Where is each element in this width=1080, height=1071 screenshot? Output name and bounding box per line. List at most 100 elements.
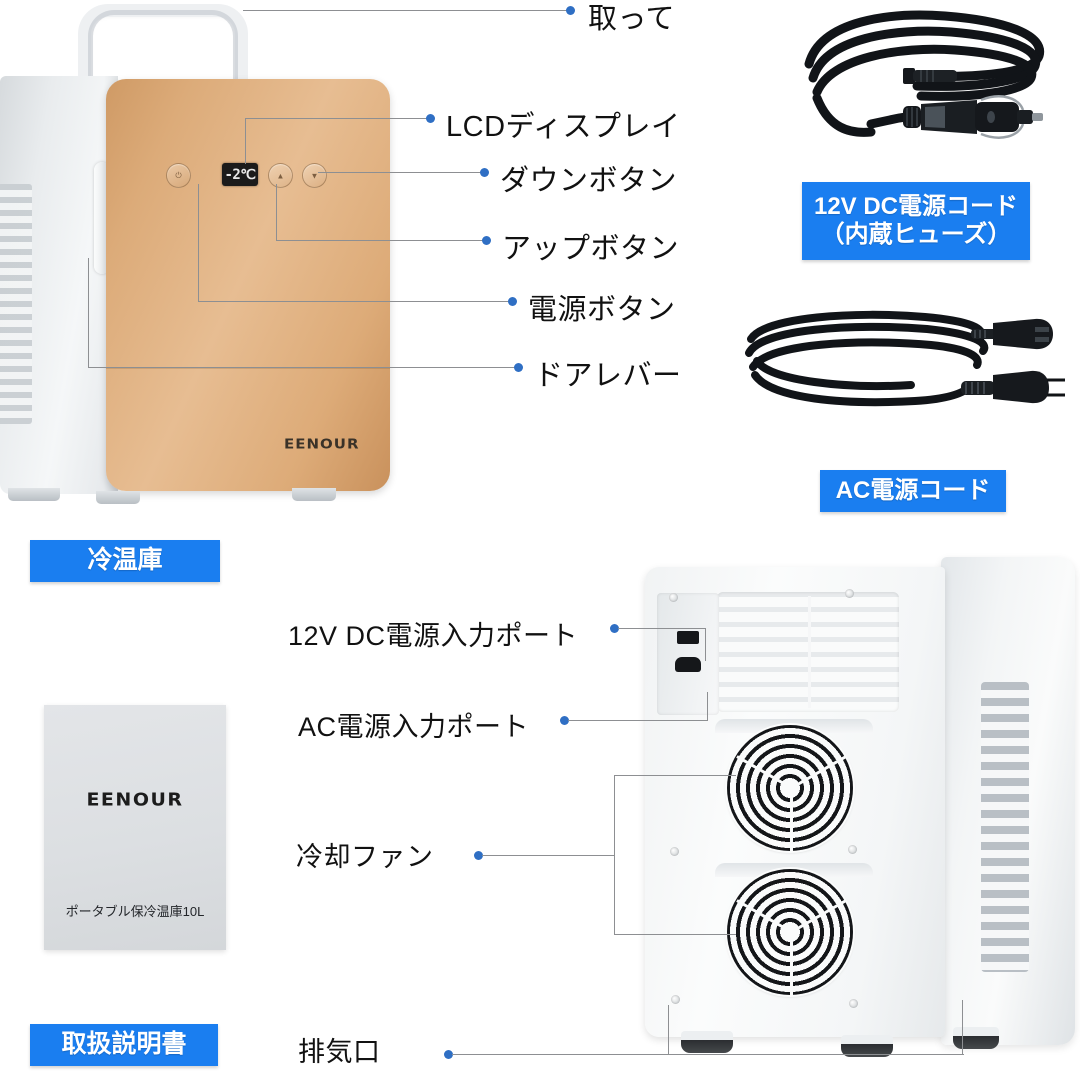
lcd-display: -2℃ (222, 163, 258, 186)
ac-power-cord-image (735, 305, 1065, 450)
leader-line-lcd-h (245, 118, 428, 119)
manual-brand-logo: EENOUR (86, 789, 184, 811)
rear-side-panel (941, 557, 1075, 1045)
badge-dc-line2: （内蔵ヒューズ） (820, 221, 1012, 248)
callout-exhaust-vent: 排気口 (298, 1037, 381, 1067)
leader-dot-lever (514, 363, 523, 372)
leader-line-dc-v (705, 628, 706, 661)
leader-dot-lcd (426, 114, 435, 123)
screw-mid-right (848, 845, 857, 854)
fridge-front-view: ⏻ -2℃ ▲ ▼ EENOUR (0, 4, 400, 504)
callout-cooling-fan: 冷却ファン (296, 842, 434, 872)
door-brand-logo: EENOUR (284, 435, 360, 453)
badge-ac-power-cord: AC電源コード (820, 470, 1006, 512)
leader-line-ac-v (707, 692, 708, 720)
fan-spoke (790, 788, 793, 851)
fridge-body-left (0, 76, 118, 494)
fridge-foot-right (292, 488, 336, 501)
leader-line-fan-stem (482, 855, 614, 856)
leader-line-exhaust-h (452, 1054, 964, 1055)
ac-input-port (675, 657, 701, 672)
screw-top-left (669, 593, 678, 602)
callout-up-button: アップボタン (502, 233, 680, 265)
leader-line-handle (243, 10, 568, 11)
callout-dc-input-port: 12V DC電源入力ポート (288, 621, 579, 651)
leader-dot-power (508, 297, 517, 306)
leader-line-down (318, 172, 482, 173)
up-arrow-icon: ▲ (276, 171, 285, 180)
up-button[interactable]: ▲ (268, 163, 293, 188)
cooling-fan-top (727, 725, 853, 851)
leader-dot-down (480, 168, 489, 177)
badge-fridge-label: 冷温庫 (87, 546, 163, 575)
down-button[interactable]: ▼ (302, 163, 327, 188)
carry-handle-shadow (88, 10, 238, 88)
badge-ac-label: AC電源コード (835, 476, 991, 504)
down-arrow-icon: ▼ (310, 171, 319, 180)
leader-line-up-v (276, 184, 277, 240)
leader-line-power-h (198, 301, 510, 302)
rear-foot-right (841, 1035, 893, 1057)
fridge-rear-view (645, 557, 1077, 1065)
leader-dot-up (482, 236, 491, 245)
dc-power-cord-image (795, 6, 1057, 166)
leader-line-exhaust-v2 (962, 1000, 963, 1054)
leader-dot-handle (566, 6, 575, 15)
ac-cord-svg (745, 310, 1065, 407)
rear-back-panel (645, 567, 945, 1037)
manual-subtitle: ポータブル保冷温庫10L (65, 904, 205, 919)
callout-down-button: ダウンボタン (500, 165, 678, 197)
leader-line-lever-h (88, 367, 516, 368)
leader-line-fan-bracket (614, 775, 615, 935)
fan-spoke (790, 932, 793, 995)
leader-line-fan-bottom (614, 934, 736, 935)
callout-power-button: 電源ボタン (528, 294, 676, 326)
power-icon: ⏻ (175, 170, 182, 180)
leader-dot-exhaust (444, 1050, 453, 1059)
fridge-door-panel: ⏻ -2℃ ▲ ▼ EENOUR (106, 79, 390, 491)
leader-line-power-v (198, 184, 199, 302)
callout-lcd-display: LCDディスプレイ (446, 111, 681, 143)
leader-line-ac-h (568, 720, 708, 721)
leader-line-exhaust-v1 (668, 1005, 669, 1054)
leader-dot-ac-port (560, 716, 569, 725)
screw-top-right (845, 589, 854, 598)
leader-line-up-h (276, 240, 484, 241)
cooling-fan-bottom (727, 869, 853, 995)
callout-ac-input-port: AC電源入力ポート (298, 712, 530, 742)
manual-booklet-image: EENOUR ポータブル保冷温庫10L (44, 705, 226, 950)
callout-handle: 取って (588, 3, 676, 35)
dc-cord-svg (804, 10, 1045, 139)
side-vent-slots (0, 184, 32, 424)
leader-dot-dc-port (610, 624, 619, 633)
badge-manual-label: 取扱説明書 (61, 1030, 187, 1059)
fan-spoke (736, 899, 793, 934)
leader-line-lever-v (88, 258, 89, 368)
lcd-temperature-value: -2℃ (224, 166, 256, 183)
power-button[interactable]: ⏻ (166, 163, 191, 188)
top-vent-grille (717, 592, 899, 712)
port-recess-panel (657, 593, 719, 715)
leader-line-dc-h (618, 628, 706, 629)
rear-foot-side (953, 1027, 999, 1049)
badge-fridge: 冷温庫 (30, 540, 220, 582)
rear-foot-left (681, 1031, 733, 1053)
manual-cover: EENOUR ポータブル保冷温庫10L (44, 705, 226, 950)
fridge-foot-left (8, 488, 60, 501)
badge-dc-power-cord: 12V DC電源コード （内蔵ヒューズ） (802, 182, 1030, 260)
fridge-foot-mid (96, 491, 140, 504)
fan-spoke (790, 755, 847, 790)
leader-line-lcd-v (245, 118, 246, 164)
leader-line-fan-top (614, 775, 736, 776)
screw-bottom-left (671, 995, 680, 1004)
callout-door-lever: ドアレバー (534, 360, 682, 392)
badge-manual: 取扱説明書 (30, 1024, 218, 1066)
screw-mid-left (670, 847, 679, 856)
fan-spoke (790, 899, 847, 934)
badge-dc-line1: 12V DC電源コード (813, 192, 1019, 220)
fan-spoke (736, 755, 793, 790)
dc-input-port (677, 631, 699, 644)
screw-bottom-right (849, 999, 858, 1008)
leader-dot-cooling-fan (474, 851, 483, 860)
